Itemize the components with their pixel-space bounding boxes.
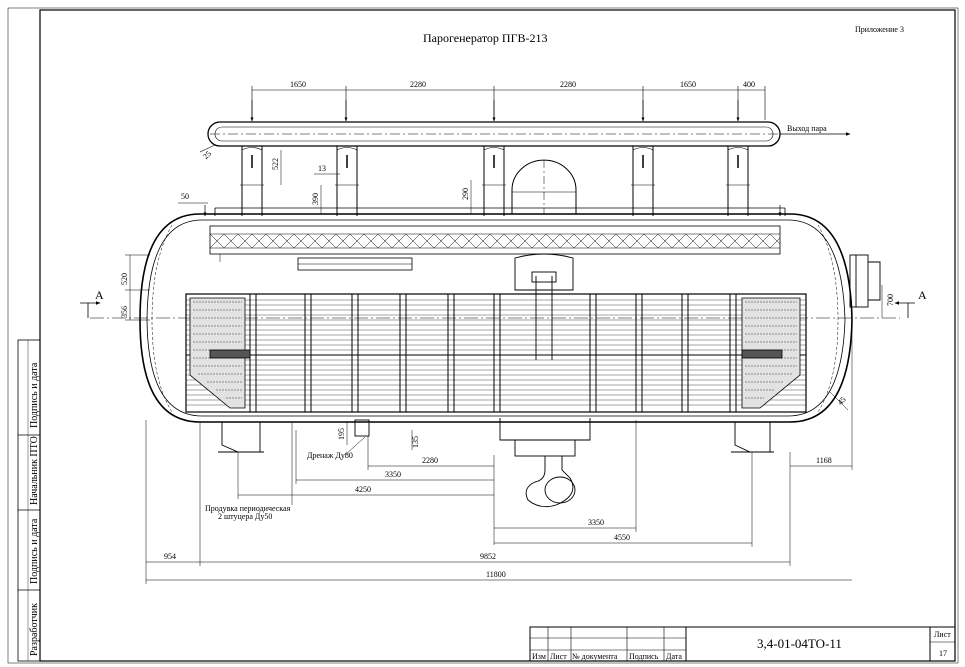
stamp-col-signature: Подпись xyxy=(629,652,659,661)
dim-3350-left: 3350 xyxy=(385,470,401,479)
drawing-frame xyxy=(7,7,959,664)
dim-3350-right: 3350 xyxy=(588,518,604,527)
right-support xyxy=(731,422,774,453)
dim-135: 135 xyxy=(411,436,420,448)
side-signature-strip xyxy=(17,339,41,662)
left-vertical-dims xyxy=(125,254,150,321)
drain-label: Дренаж Ду80 xyxy=(307,451,353,460)
side-label-chief: Начальник ПТО xyxy=(29,436,40,505)
steam-risers xyxy=(240,146,750,216)
dim-50: 50 xyxy=(181,192,189,201)
sheet-label: Лист xyxy=(934,630,951,639)
steam-header xyxy=(207,121,851,147)
collector-left xyxy=(189,297,251,409)
stamp-col-document: № документа xyxy=(572,652,618,661)
tube-bundle xyxy=(185,293,807,413)
dim-header-4: 1650 xyxy=(680,80,696,89)
section-label-left: А xyxy=(95,288,104,302)
blowdown-label-1: Продувка периодическая xyxy=(205,504,291,513)
dim-522: 522 xyxy=(271,158,280,170)
bottom-outlet xyxy=(499,418,591,508)
dim-9852: 9852 xyxy=(480,552,496,561)
drawing-title: Парогенератор ПГВ-213 xyxy=(423,31,548,45)
header-dimension-line xyxy=(251,86,766,120)
dim-356: 356 xyxy=(120,306,129,318)
section-marks xyxy=(80,301,915,318)
dim-13: 13 xyxy=(318,164,326,173)
separator-block xyxy=(209,225,781,271)
side-label-date-1: Подпись и дата xyxy=(29,362,40,428)
dim-520: 520 xyxy=(120,273,129,285)
stamp-col-sheet: Лист xyxy=(550,652,567,661)
dim-manhole-angle: 45 xyxy=(836,395,848,407)
title-block xyxy=(529,626,956,662)
dim-700: 700 xyxy=(886,294,895,306)
section-label-right: А xyxy=(918,288,927,302)
bottom-dimension-lines xyxy=(145,320,853,584)
collector-right xyxy=(741,297,801,409)
vessel-shell xyxy=(90,207,900,423)
dim-195: 195 xyxy=(337,428,346,440)
dim-390: 390 xyxy=(311,193,320,205)
feed-arrows xyxy=(203,100,782,217)
manhole-nozzle xyxy=(849,254,881,308)
dim-11800: 11800 xyxy=(486,570,506,579)
dim-954: 954 xyxy=(164,552,176,561)
left-support xyxy=(218,419,370,453)
dim-header-2: 2280 xyxy=(410,80,426,89)
blowdown-label-2: 2 штуцера Ду50 xyxy=(218,512,272,521)
sheet-number: 17 xyxy=(939,649,947,658)
dim-header-3: 2280 xyxy=(560,80,576,89)
top-dome xyxy=(511,159,577,215)
dim-290: 290 xyxy=(461,188,470,200)
dim-header-1: 1650 xyxy=(290,80,306,89)
dim-2280-bottom: 2280 xyxy=(422,456,438,465)
appendix-label: Приложение 3 xyxy=(855,25,904,34)
side-label-developer: Разработчик xyxy=(29,603,40,656)
stamp-col-change: Изм xyxy=(532,652,546,661)
steam-outlet-label: Выход пара xyxy=(787,124,827,133)
dim-4550: 4550 xyxy=(614,533,630,542)
stamp-col-date: Дата xyxy=(666,652,682,661)
dim-header-5: 400 xyxy=(743,80,755,89)
dim-1168: 1168 xyxy=(816,456,832,465)
central-standpipe xyxy=(514,253,574,360)
document-code: 3,4-01-04ТО-11 xyxy=(757,636,842,651)
side-label-date-2: Подпись и дата xyxy=(29,518,40,584)
dim-4250-left: 4250 xyxy=(355,485,371,494)
